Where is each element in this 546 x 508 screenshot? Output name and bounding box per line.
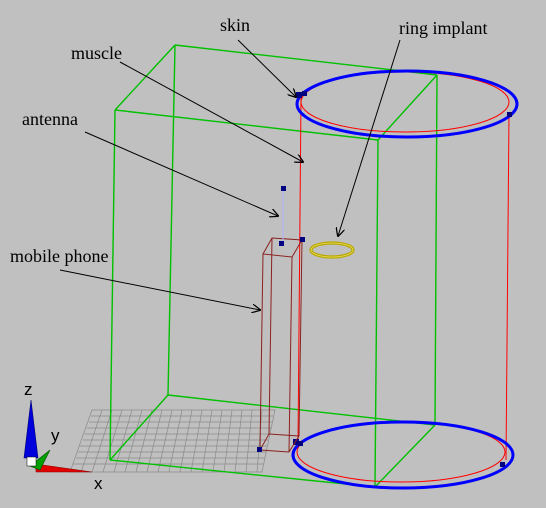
arrow-ring-implant (338, 39, 401, 236)
arrow-muscle (119, 61, 303, 162)
mobile-phone-model (259, 237, 303, 453)
antenna-tip (281, 186, 286, 191)
bounding-box (109, 44, 438, 488)
axis-label-y: y (51, 426, 60, 445)
arrow-antenna (84, 131, 278, 216)
label-antenna: antenna (22, 109, 78, 129)
skin-cylinder (291, 69, 519, 490)
z-axis-arrow (23, 399, 39, 459)
axis-label-x: x (94, 474, 103, 493)
axes-triad (23, 399, 93, 473)
label-skin: skin (220, 15, 250, 35)
label-ring-implant: ring implant (399, 18, 488, 38)
label-mobile-phone: mobile phone (10, 246, 108, 266)
label-arrows (59, 39, 401, 310)
ring-implant-model (309, 241, 355, 259)
label-muscle: muscle (71, 43, 122, 63)
axes-origin (26, 456, 37, 467)
ground-grid (69, 409, 276, 473)
arrow-mobile-phone (59, 269, 260, 310)
phone-handles (257, 237, 305, 452)
skin-handles (293, 91, 512, 467)
axis-label-z: z (24, 380, 33, 399)
arrow-skin (237, 39, 296, 97)
